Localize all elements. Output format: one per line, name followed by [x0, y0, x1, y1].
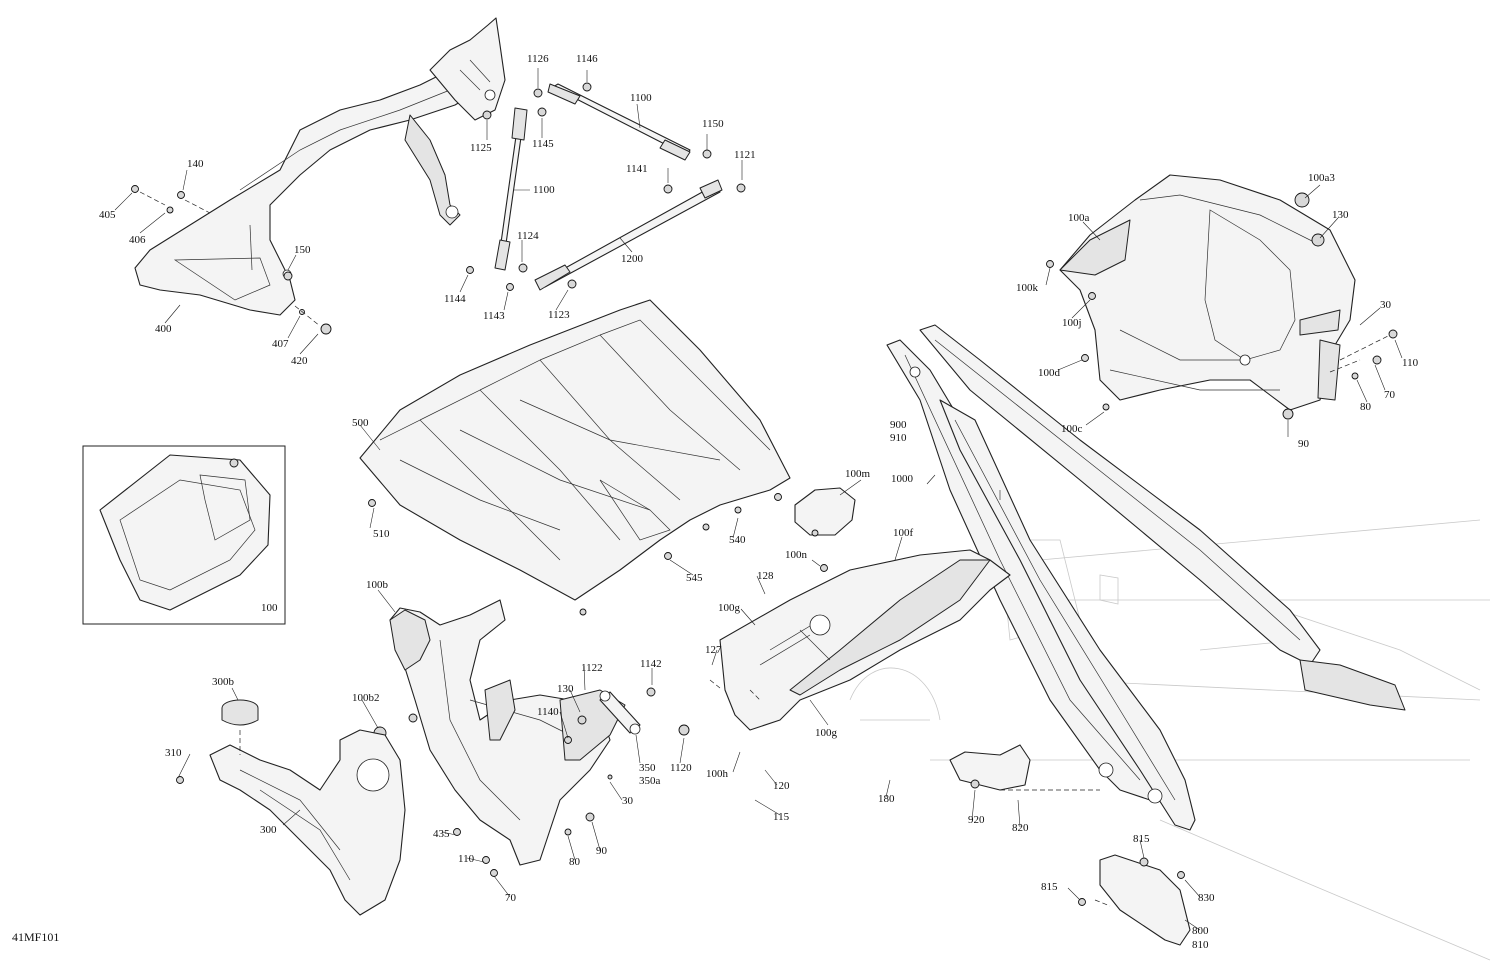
label-100f: 100f [893, 527, 914, 539]
label-100c: 100c [1061, 423, 1083, 435]
label-1143: 1143 [483, 310, 505, 322]
label-500: 500 [352, 417, 369, 429]
label-1146: 1146 [576, 53, 598, 65]
label-800: 800 [1192, 925, 1209, 937]
label-100j: 100j [1062, 317, 1082, 329]
label-100-inset: 100 [261, 602, 278, 614]
label-300: 300 [260, 824, 277, 836]
label-70-a: 70 [1384, 389, 1396, 401]
label-1122: 1122 [581, 662, 603, 674]
label-400: 400 [155, 323, 172, 335]
label-100m: 100m [845, 468, 871, 480]
label-180: 180 [878, 793, 895, 805]
label-30-a: 30 [1380, 299, 1392, 311]
label-1200: 1200 [621, 253, 644, 265]
leader-lines [114, 68, 1403, 931]
label-100n: 100n [785, 549, 808, 561]
label-100a: 100a [1068, 212, 1090, 224]
label-407: 407 [272, 338, 289, 350]
label-310: 310 [165, 747, 182, 759]
floor-panel-500 [359, 299, 791, 616]
label-90-a: 90 [1298, 438, 1310, 450]
link-rods [494, 83, 723, 291]
label-127: 127 [705, 644, 722, 656]
label-830: 830 [1198, 892, 1215, 904]
label-100b: 100b [366, 579, 389, 591]
part-labels: 1126 1146 1100 1150 1125 1145 1121 1141 … [12, 53, 1419, 951]
label-128: 128 [757, 570, 774, 582]
label-406: 406 [129, 234, 146, 246]
label-100b2: 100b2 [352, 692, 380, 704]
label-1150: 1150 [702, 118, 724, 130]
label-100k: 100k [1016, 282, 1039, 294]
label-100g-b: 100g [815, 727, 838, 739]
label-1144: 1144 [444, 293, 466, 305]
front-frame-100 [1046, 174, 1398, 420]
label-30-b: 30 [622, 795, 634, 807]
label-130-b: 130 [557, 683, 574, 695]
label-545: 545 [686, 572, 703, 584]
label-300b: 300b [212, 676, 235, 688]
bracket-300 [176, 699, 406, 916]
label-100a3: 100a3 [1308, 172, 1335, 184]
label-920: 920 [968, 814, 985, 826]
label-110-a: 110 [1402, 357, 1419, 369]
side-bars-900-910 [886, 324, 1406, 831]
label-420: 420 [291, 355, 308, 367]
label-540: 540 [729, 534, 746, 546]
label-1142: 1142 [640, 658, 662, 670]
label-510: 510 [373, 528, 390, 540]
upper-rollbar-400 [134, 17, 506, 316]
label-115: 115 [773, 811, 790, 823]
label-1120: 1120 [670, 762, 692, 774]
bracket-820 [949, 744, 1100, 791]
cover-100m [794, 487, 856, 572]
label-815-a: 815 [1133, 833, 1150, 845]
label-1123: 1123 [548, 309, 570, 321]
label-1100-a: 1100 [630, 92, 652, 104]
inset-frame-100 [82, 445, 286, 625]
label-1100-b: 1100 [533, 184, 555, 196]
label-435: 435 [433, 828, 450, 840]
label-350a: 350a [639, 775, 661, 787]
label-80-b: 80 [569, 856, 581, 868]
label-100d: 100d [1038, 367, 1061, 379]
label-1125: 1125 [470, 142, 492, 154]
label-100g-a: 100g [718, 602, 741, 614]
figure-code: 41MF101 [12, 930, 59, 944]
label-815-b: 815 [1041, 881, 1058, 893]
link-350 [599, 687, 690, 736]
label-1126: 1126 [527, 53, 549, 65]
upper-fasteners [131, 82, 746, 335]
label-80-a: 80 [1360, 401, 1372, 413]
label-120: 120 [773, 780, 790, 792]
label-140: 140 [187, 158, 204, 170]
label-70-b: 70 [505, 892, 517, 904]
label-350: 350 [639, 762, 656, 774]
label-810: 810 [1192, 939, 1209, 951]
label-405: 405 [99, 209, 116, 221]
label-1000: 1000 [891, 473, 914, 485]
label-910: 910 [890, 432, 907, 444]
skid-plate-100f [709, 549, 1011, 731]
label-1141: 1141 [626, 163, 648, 175]
label-90-b: 90 [596, 845, 608, 857]
label-1124: 1124 [517, 230, 539, 242]
bracket-800 [1078, 854, 1191, 946]
label-100h: 100h [706, 768, 729, 780]
label-820: 820 [1012, 822, 1029, 834]
label-150: 150 [294, 244, 311, 256]
label-900: 900 [890, 419, 907, 431]
label-1145: 1145 [532, 138, 554, 150]
label-110-b: 110 [458, 853, 475, 865]
label-1121: 1121 [734, 149, 756, 161]
side-frame-100b [373, 599, 626, 877]
label-1140: 1140 [537, 706, 559, 718]
label-130-a: 130 [1332, 209, 1349, 221]
